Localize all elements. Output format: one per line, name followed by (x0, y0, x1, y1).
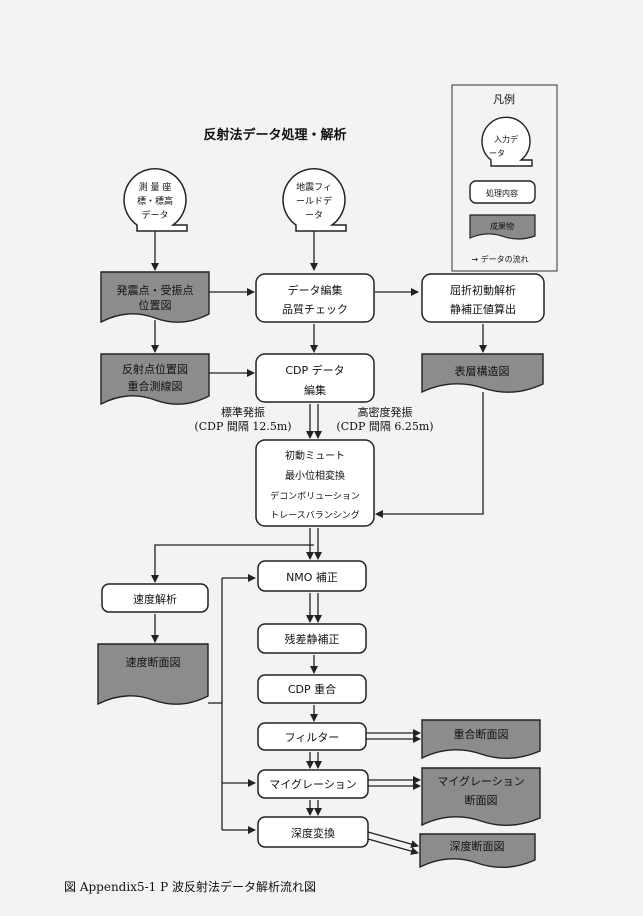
dense-shooting-label-2: (CDP 間隔 6.25m) (336, 420, 433, 433)
cdp-stack-label: CDP 重合 (288, 682, 336, 696)
legend-input-symbol: 入力デ ータ (481, 116, 533, 167)
connectors (151, 228, 487, 855)
survey-data-label-1: 測 量 座 (139, 181, 172, 193)
field-data-label-1: 地震フィ (296, 181, 332, 193)
legend-output-symbol: 成果物 (469, 214, 536, 240)
velocity-section-output: 速度断面図 (97, 643, 209, 706)
dense-shooting-label-1: 高密度発振 (358, 405, 413, 419)
standard-shooting-label-2: (CDP 間隔 12.5m) (194, 420, 291, 433)
depth-conversion-label: 深度変換 (291, 826, 335, 840)
shot-receiver-map-label-1: 発震点・受振点 (117, 283, 194, 297)
nmo-correction-label: NMO 補正 (286, 571, 338, 584)
field-data-input: 地震フィ ールドデ ータ (282, 168, 347, 232)
velocity-analysis-process: 速度解析 (101, 583, 209, 613)
cdp-edit-process: CDP データ 編集 (255, 353, 375, 403)
stack-section-output: 重合断面図 (421, 719, 541, 760)
migration-section-label-2: 断面図 (465, 793, 498, 807)
field-data-label-2: ールドデ (296, 195, 332, 207)
reflection-point-map-label-1: 反射点位置図 (122, 362, 188, 376)
depth-section-output: 深度断面図 (419, 833, 536, 869)
migration-label: マイグレーション (269, 777, 357, 791)
refraction-analysis-label-2: 静補正値算出 (450, 302, 516, 316)
velocity-analysis-label: 速度解析 (133, 592, 177, 606)
surface-structure-map-output: 表層構造図 (421, 353, 544, 394)
depth-conversion-process: 深度変換 (257, 816, 369, 848)
stack-section-label: 重合断面図 (454, 727, 509, 741)
residual-static-process: 残差静補正 (257, 623, 367, 654)
cdp-stack-process: CDP 重合 (257, 674, 367, 704)
reflection-point-map-output: 反射点位置図 重合測線図 (100, 353, 210, 406)
diagram-title: 反射法データ処理・解析 (203, 127, 346, 143)
legend-output-label: 成果物 (490, 221, 514, 231)
refraction-analysis-label-1: 屈折初動解析 (450, 283, 516, 297)
surface-structure-map-label: 表層構造図 (455, 364, 510, 378)
filter-process: フィルター (257, 722, 367, 751)
filter-label: フィルター (285, 731, 340, 744)
migration-section-label-1: マイグレーション (437, 774, 525, 788)
field-data-label-3: ータ (305, 210, 323, 221)
data-edit-label-2: 品質チェック (282, 302, 348, 316)
legend-input-label-2: ータ (489, 149, 505, 158)
legend: 凡例 入力デ ータ 処理内容 成果物 → データの流れ (451, 84, 558, 272)
shot-receiver-map-output: 発震点・受振点 位置図 (100, 271, 210, 324)
prestack-process: 初動ミュート 最小位相変換 デコンボリューション トレースバランシング (255, 439, 375, 527)
residual-static-label: 残差静補正 (285, 632, 340, 646)
prestack-label-3: デコンボリューション (270, 490, 360, 502)
legend-process-label: 処理内容 (486, 188, 518, 198)
legend-process-symbol: 処理内容 (469, 180, 536, 204)
migration-process: マイグレーション (257, 769, 369, 799)
dense-shooting-note: 高密度発振 (CDP 間隔 6.25m) (336, 405, 433, 433)
migration-section-output: マイグレーション 断面図 (421, 767, 541, 827)
standard-shooting-note: 標準発振 (CDP 間隔 12.5m) (194, 405, 291, 433)
legend-title: 凡例 (493, 92, 515, 106)
prestack-label-1: 初動ミュート (285, 449, 345, 462)
survey-data-input: 測 量 座 標・標高 データ (123, 168, 188, 232)
reflection-point-map-label-2: 重合測線図 (128, 379, 183, 393)
data-edit-label-1: データ編集 (288, 283, 343, 297)
velocity-section-label: 速度断面図 (126, 655, 181, 669)
survey-data-label-3: データ (141, 209, 168, 221)
data-edit-process: データ編集 品質チェック (255, 273, 375, 323)
survey-data-label-2: 標・標高 (137, 195, 173, 207)
cdp-edit-label-2: 編集 (304, 383, 326, 397)
shot-receiver-map-label-2: 位置図 (139, 298, 172, 312)
prestack-label-4: トレースバランシング (270, 509, 360, 521)
figure-caption: 図 Appendix5-1 P 波反射法データ解析流れ図 (64, 879, 316, 894)
nmo-correction-process: NMO 補正 (257, 560, 367, 592)
depth-section-label: 深度断面図 (450, 839, 505, 853)
prestack-label-2: 最小位相変換 (285, 469, 345, 482)
legend-flow-label: → データの流れ (471, 254, 528, 264)
standard-shooting-label-1: 標準発振 (221, 405, 265, 419)
cdp-edit-label-1: CDP データ (285, 363, 344, 377)
legend-input-label-1: 入力デ (494, 134, 518, 144)
refraction-analysis-process: 屈折初動解析 静補正値算出 (421, 273, 545, 323)
